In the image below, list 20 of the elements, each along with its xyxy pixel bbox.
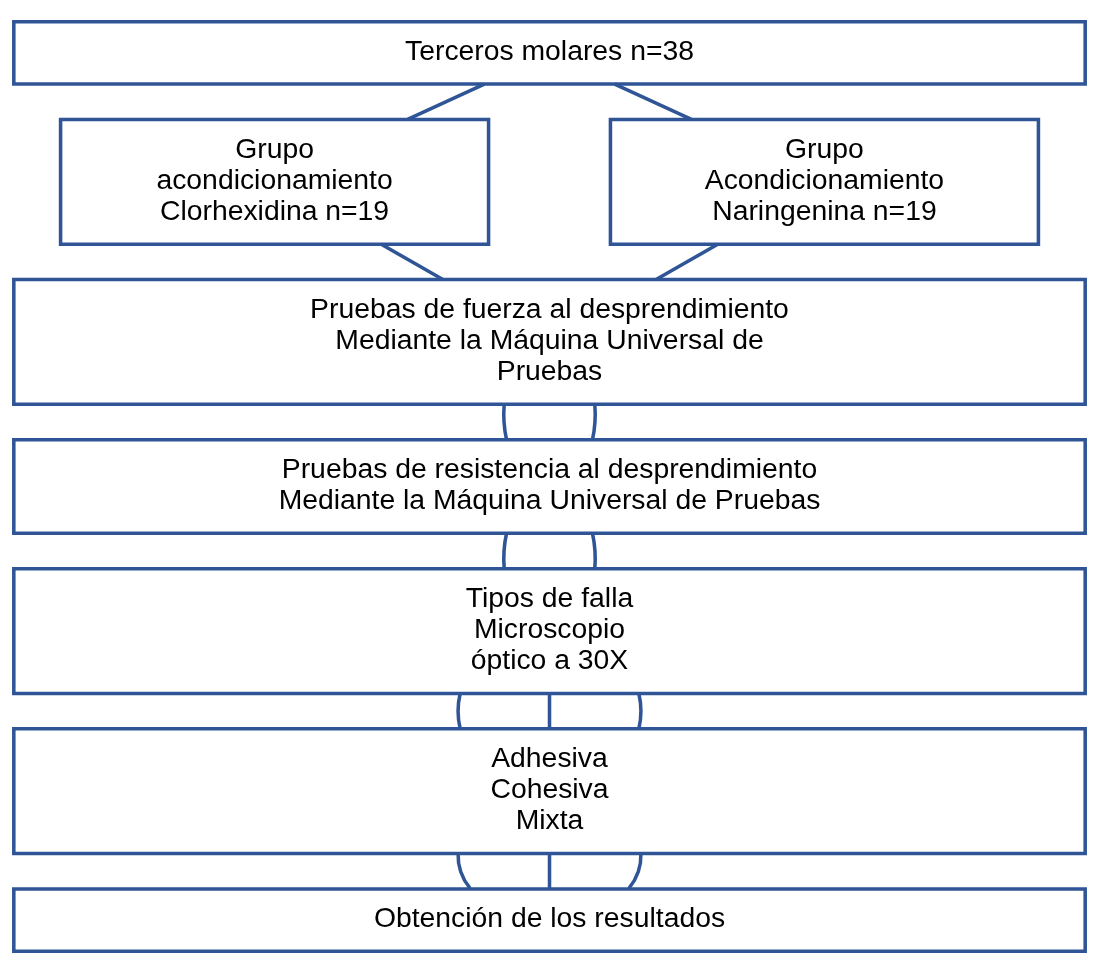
connector (627, 853, 643, 890)
node-box: Pruebas de resistencia al desprendimiento Mediante la Máquina Universal de Pruebas (12, 437, 1087, 536)
node-box: Grupo Acondicionamiento Naringenina n=19 (608, 117, 1041, 246)
node-box: Adhesiva Cohesiva Mixta (12, 727, 1087, 856)
node-box: Grupo acondicionamiento Clorhexidina n=19 (58, 117, 491, 246)
connector (637, 693, 643, 729)
node-box: Obtención de los resultados (12, 887, 1087, 954)
connector (590, 533, 597, 569)
connector (407, 82, 486, 121)
connector (590, 404, 597, 440)
node-box: Terceros molares n=38 (12, 19, 1087, 86)
connector (547, 693, 552, 729)
connector (502, 533, 509, 569)
node-box: Pruebas de fuerza al desprendimiento Mediante la Máquina Universal de Pruebas (12, 277, 1087, 407)
connector (502, 404, 509, 440)
connector (456, 853, 472, 890)
connector (547, 853, 552, 889)
connector (456, 693, 462, 729)
connector (613, 82, 692, 121)
node-box: Tipos de falla Microscopio óptico a 30X (12, 566, 1087, 696)
